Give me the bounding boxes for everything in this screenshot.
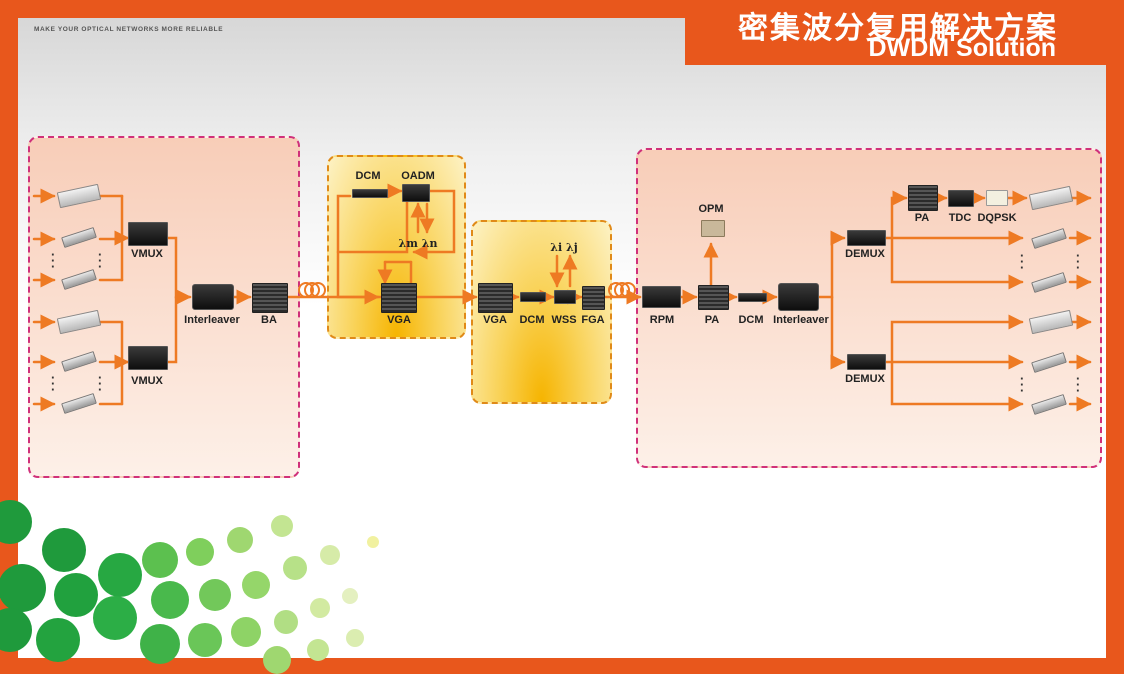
fga-label: FGA: [581, 314, 605, 326]
vga-label: VGA: [387, 314, 411, 326]
demux-device-icon: [847, 230, 886, 246]
decor-circle: [186, 538, 214, 566]
dcm-device-icon: [520, 292, 546, 302]
booster-amplifier-icon: [252, 283, 288, 313]
decor-circle: [346, 629, 364, 647]
decor-circle: [231, 617, 261, 647]
ellipsis-icon: ···: [1020, 248, 1025, 275]
pa-amplifier-icon: [908, 185, 938, 211]
decor-circle: [93, 596, 137, 640]
vmux-label: VMUX: [131, 248, 163, 260]
decor-circle: [0, 564, 46, 612]
vmux-device-icon: [128, 346, 168, 370]
title-box: 密集波分复用解决方案 DWDM Solution: [685, 0, 1106, 65]
rpm-device-icon: [642, 286, 681, 308]
decor-circle: [242, 571, 270, 599]
lambda-ij-label: λi λj: [550, 241, 578, 254]
oadm-device-icon: [402, 184, 430, 202]
tdc-device-icon: [948, 190, 974, 207]
title-chinese: 密集波分复用解决方案: [738, 11, 1058, 46]
wss-device-icon: [554, 290, 576, 304]
decor-circle: [320, 545, 340, 565]
tagline: MAKE YOUR OPTICAL NETWORKS MORE RELIABLE: [34, 26, 224, 33]
ellipsis-icon: ···: [51, 247, 56, 274]
interleaver-label: Interleaver: [184, 314, 240, 326]
interleaver-label: Interleaver: [773, 314, 829, 326]
ba-label: BA: [261, 314, 277, 326]
decor-circle: [307, 639, 329, 661]
pa-label: PA: [704, 314, 720, 326]
decor-circle: [36, 618, 80, 662]
demux-label: DEMUX: [845, 248, 885, 260]
rpm-label: RPM: [649, 314, 675, 326]
vga-amplifier-icon: [381, 283, 417, 313]
decor-circle: [274, 610, 298, 634]
dqpsk-device-icon: [986, 190, 1008, 206]
dcm-device-icon: [352, 189, 388, 198]
ellipsis-icon: ···: [1076, 371, 1081, 398]
ellipsis-icon: ···: [1076, 248, 1081, 275]
lambda-mn-label: λm λn: [398, 237, 438, 250]
ellipsis-icon: ···: [98, 247, 103, 274]
decor-circle: [199, 579, 231, 611]
dcm-label: DCM: [738, 314, 764, 326]
decor-circle: [367, 536, 379, 548]
decor-circle: [271, 515, 293, 537]
dcm-label: DCM: [519, 314, 545, 326]
title-english: DWDM Solution: [868, 34, 1056, 62]
vga-label: VGA: [483, 314, 507, 326]
ellipsis-icon: ···: [51, 370, 56, 397]
decor-circle: [227, 527, 253, 553]
interleaver-device-icon: [778, 283, 819, 311]
interleaver-device-icon: [192, 284, 234, 310]
opm-label: OPM: [698, 203, 724, 215]
tdc-label: TDC: [948, 212, 972, 224]
decor-circle: [263, 646, 291, 674]
decor-circle: [188, 623, 222, 657]
opm-device-icon: [701, 220, 725, 237]
decor-circle: [151, 581, 189, 619]
dqpsk-label: DQPSK: [977, 212, 1017, 224]
decor-circle: [283, 556, 307, 580]
decor-circle: [98, 553, 142, 597]
decor-circle: [342, 588, 358, 604]
wss-label: WSS: [551, 314, 577, 326]
decor-circle: [42, 528, 86, 572]
demux-device-icon: [847, 354, 886, 370]
vmux-label: VMUX: [131, 375, 163, 387]
vmux-device-icon: [128, 222, 168, 246]
dcm-device-icon: [738, 293, 767, 302]
decor-circle: [142, 542, 178, 578]
pa-amplifier-icon: [698, 285, 729, 310]
ellipsis-icon: ···: [98, 370, 103, 397]
vga-amplifier-icon: [478, 283, 513, 313]
decor-circle: [310, 598, 330, 618]
fga-amplifier-icon: [582, 286, 605, 310]
decor-circle: [54, 573, 98, 617]
oadm-label: OADM: [401, 170, 435, 182]
decor-circle: [140, 624, 180, 664]
dcm-label: DCM: [355, 170, 381, 182]
ellipsis-icon: ···: [1020, 371, 1025, 398]
demux-label: DEMUX: [845, 373, 885, 385]
pa-label: PA: [914, 212, 930, 224]
